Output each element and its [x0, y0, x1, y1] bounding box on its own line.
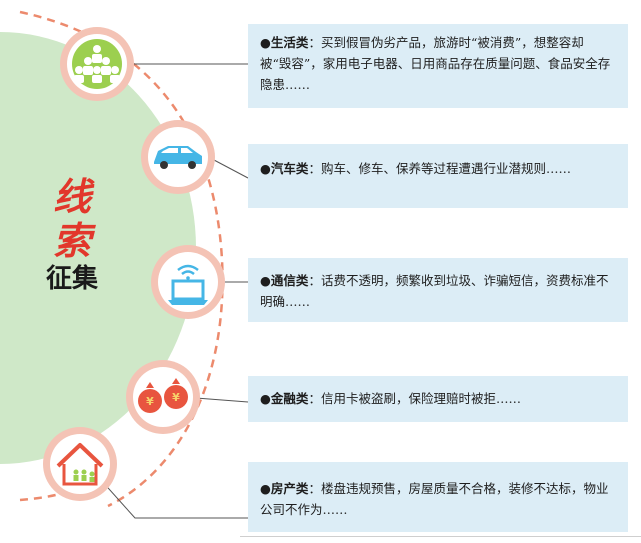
connector-5 — [91, 469, 248, 519]
money-bags-icon: ¥ ¥ — [126, 360, 200, 434]
category-text: 购车、修车、保养等过程遭遇行业潜规则…… — [320, 161, 571, 176]
house-icon — [43, 427, 117, 501]
category-box-telecom: ●通信类：话费不透明，频繁收到垃圾、诈骗短信，资费标准不明确…… — [248, 258, 628, 322]
title-line-2: 征集 — [45, 264, 98, 294]
category-label: 通信类 — [270, 273, 309, 288]
category-box-finance: ●金融类：信用卡被盗刷，保险理赔时被拒…… — [248, 376, 628, 422]
category-text: 楼盘违规预售，房屋质量不合格，装修不达标，物业公司不作为…… — [260, 481, 609, 517]
svg-text:¥: ¥ — [172, 391, 180, 404]
laptop-wifi-icon — [151, 245, 225, 319]
category-box-realestate: ●房产类：楼盘违规预售，房屋质量不合格，装修不达标，物业公司不作为…… — [248, 462, 628, 532]
category-label: 汽车类 — [270, 161, 309, 176]
category-label: 生活类 — [270, 35, 309, 50]
bottom-rule — [240, 536, 641, 537]
connector-4 — [195, 397, 249, 403]
category-text: 信用卡被盗刷，保险理赔时被拒…… — [320, 391, 521, 406]
people-group-icon — [60, 27, 134, 101]
dashed-arc — [19, 10, 224, 508]
connector-2 — [213, 159, 249, 179]
category-label: 房产类 — [270, 481, 309, 496]
title-line-1: 线索 — [52, 174, 91, 263]
title-block: 线索 征集 — [42, 175, 102, 295]
svg-text:¥: ¥ — [146, 395, 154, 408]
car-icon — [141, 120, 215, 194]
category-label: 金融类 — [270, 391, 309, 406]
category-text: 买到假冒伪劣产品，旅游时“被消费”，想整容却被“毁容”，家用电子电器、日用商品存… — [260, 35, 611, 92]
category-box-life: ●生活类：买到假冒伪劣产品，旅游时“被消费”，想整容却被“毁容”，家用电子电器、… — [248, 24, 628, 108]
category-box-auto: ●汽车类：购车、修车、保养等过程遭遇行业潜规则…… — [248, 144, 628, 208]
category-text: 话费不透明，频繁收到垃圾、诈骗短信，资费标准不明确…… — [260, 273, 609, 309]
